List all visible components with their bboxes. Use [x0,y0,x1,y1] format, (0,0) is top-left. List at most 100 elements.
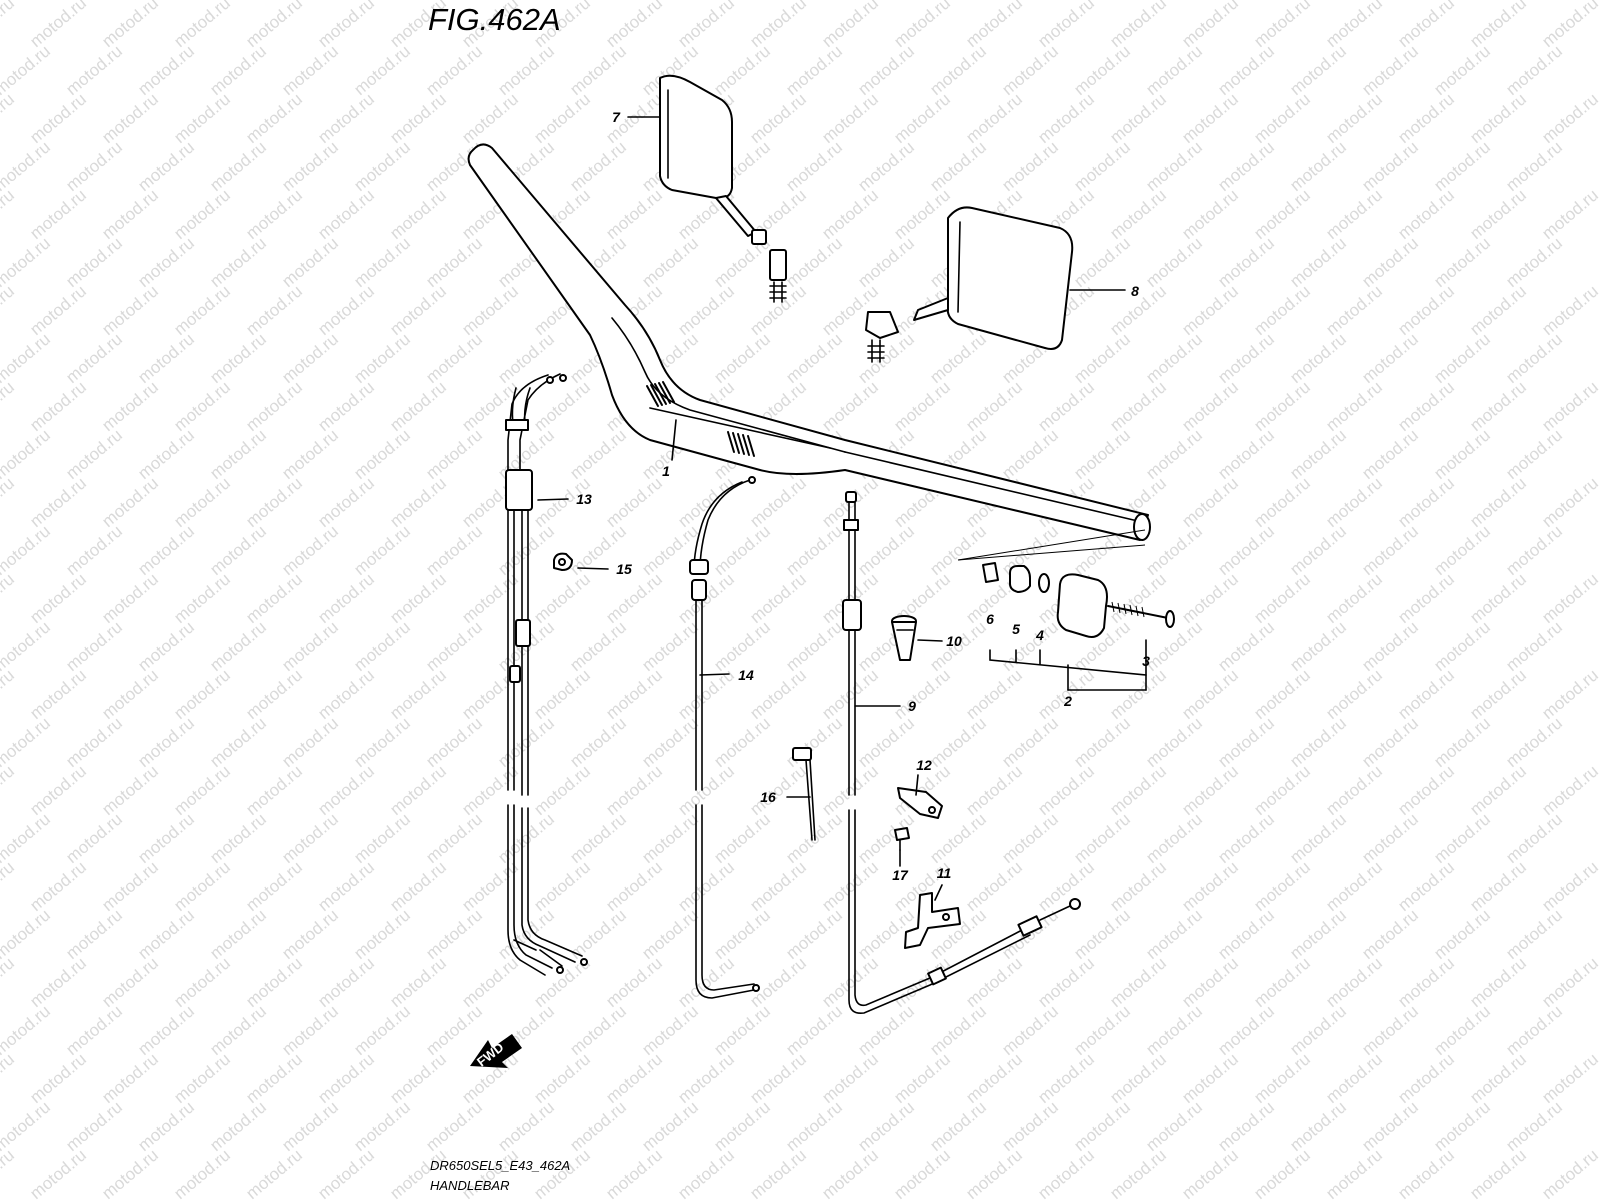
watermark-text: motod.ru [1322,281,1386,339]
watermark-text: motod.ru [0,617,54,675]
watermark-text: motod.ru [1394,857,1458,915]
watermark-text: motod.ru [638,809,702,867]
watermark-text: motod.ru [98,89,162,147]
watermark-text: motod.ru [530,857,594,915]
watermark-text: motod.ru [962,665,1026,723]
watermark-text: motod.ru [1322,857,1386,915]
watermark-text: motod.ru [1286,809,1350,867]
watermark-text: motod.ru [818,89,882,147]
watermark-text: motod.ru [170,377,234,435]
watermark-text: motod.ru [26,281,90,339]
watermark-text: motod.ru [1070,425,1134,483]
watermark-text: motod.ru [746,665,810,723]
watermark-text: motod.ru [242,1049,306,1107]
watermark-text: motod.ru [26,0,90,51]
watermark-text: motod.ru [26,953,90,1011]
watermark-text: motod.ru [962,377,1026,435]
watermark-text: motod.ru [998,809,1062,867]
watermark-text: motod.ru [674,281,738,339]
watermark-text: motod.ru [170,665,234,723]
watermark-text: motod.ru [1250,89,1314,147]
callout-9: 9 [908,698,916,714]
watermark-text: motod.ru [458,857,522,915]
watermark-text: motod.ru [566,617,630,675]
watermark-text: motod.ru [530,89,594,147]
watermark-text: motod.ru [854,1001,918,1059]
watermark-text: motod.ru [350,809,414,867]
watermark-text: motod.ru [314,1049,378,1107]
watermark-text: motod.ru [1070,1001,1134,1059]
fwd-arrow: FWD [470,1034,522,1069]
watermark-text: motod.ru [26,1049,90,1107]
watermark-text: motod.ru [1466,281,1530,339]
watermark-text: motod.ru [1502,713,1566,771]
watermark-text: motod.ru [1394,1049,1458,1107]
watermark-text: motod.ru [1322,953,1386,1011]
cable-clamp [553,552,573,571]
figure-code: DR650SEL5_E43_462A [430,1158,570,1173]
watermark-text: motod.ru [1214,905,1278,963]
watermark-text: motod.ru [62,137,126,195]
watermark-text: motod.ru [26,761,90,819]
watermark-text: motod.ru [638,905,702,963]
watermark-text: motod.ru [314,665,378,723]
watermark-text: motod.ru [1430,617,1494,675]
watermark-text: motod.ru [1430,905,1494,963]
watermark-text: motod.ru [1178,281,1242,339]
watermark-text: motod.ru [134,713,198,771]
watermark-text: motod.ru [1178,89,1242,147]
watermark-text: motod.ru [998,137,1062,195]
watermark-text: motod.ru [1322,665,1386,723]
watermark-text: motod.ru [1502,521,1566,579]
watermark-text: motod.ru [98,953,162,1011]
watermark-text: motod.ru [494,521,558,579]
watermark-text: motod.ru [1322,185,1386,243]
throttle-cable-assembly [505,373,588,976]
watermark-text: motod.ru [0,905,54,963]
watermark-text: motod.ru [1394,1145,1458,1200]
watermark-text: motod.ru [1466,185,1530,243]
watermark-text: motod.ru [1322,1145,1386,1200]
watermark-text: motod.ru [1142,809,1206,867]
watermark-text: motod.ru [854,41,918,99]
watermark-text: motod.ru [674,1049,738,1107]
watermark-text: motod.ru [278,41,342,99]
watermark-text: motod.ru [134,233,198,291]
watermark-text: motod.ru [1250,761,1314,819]
watermark-text: motod.ru [1394,569,1458,627]
watermark-text: motod.ru [1466,473,1530,531]
watermark-text: motod.ru [458,89,522,147]
watermark-text: motod.ru [206,233,270,291]
watermark-text: motod.ru [1070,1097,1134,1155]
watermark-text: motod.ru [1142,617,1206,675]
figure-title: FIG.462A [428,2,561,37]
watermark-text: motod.ru [1430,137,1494,195]
watermark-text: motod.ru [638,1097,702,1155]
watermark-text: motod.ru [926,41,990,99]
watermark-text: motod.ru [854,329,918,387]
watermark-text: motod.ru [1502,233,1566,291]
watermark-text: motod.ru [278,137,342,195]
watermark-text: motod.ru [1394,761,1458,819]
watermark-text: motod.ru [1178,665,1242,723]
watermark-text: motod.ru [746,857,810,915]
watermark-text: motod.ru [1394,473,1458,531]
watermark-text: motod.ru [746,473,810,531]
watermark-text: motod.ru [818,857,882,915]
watermark-text: motod.ru [0,713,54,771]
watermark-text: motod.ru [998,1097,1062,1155]
watermark-text: motod.ru [710,521,774,579]
watermark-text: motod.ru [0,41,54,99]
watermark-text: motod.ru [1214,521,1278,579]
watermark-text: motod.ru [242,857,306,915]
watermark-text: motod.ru [602,185,666,243]
watermark-text: motod.ru [998,521,1062,579]
watermark-text: motod.ru [1394,185,1458,243]
watermark-text: motod.ru [242,761,306,819]
watermark-text: motod.ru [566,41,630,99]
watermark-text: motod.ru [1502,41,1566,99]
watermark-text: motod.ru [386,761,450,819]
callout-10: 10 [946,633,962,649]
watermark-text: motod.ru [314,377,378,435]
watermark-text: motod.ru [1358,713,1422,771]
